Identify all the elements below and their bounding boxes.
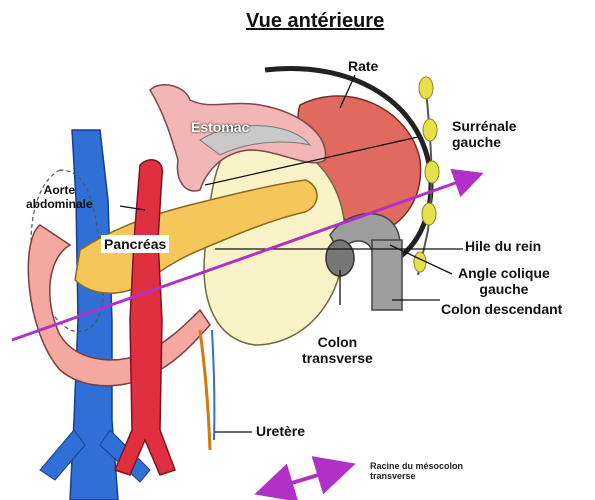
diagram-title: Vue antérieure (246, 10, 384, 33)
adrenal-bead-3 (425, 161, 439, 183)
label-colon-trans-line2: transverse (302, 350, 373, 366)
label-angle-line2: gauche (458, 281, 550, 297)
label-angle-line1: Angle colique (458, 265, 550, 281)
label-uretere: Uretère (256, 423, 305, 439)
legend-arrow (262, 466, 348, 492)
label-colon-descendant: Colon descendant (441, 301, 562, 317)
legend-label: Racine du mésocolon transverse (370, 462, 463, 482)
adrenal-bead-2 (423, 119, 437, 141)
legend-line2: transverse (370, 472, 463, 482)
adrenal-bead-4 (422, 203, 436, 225)
adrenal-bead-5 (414, 252, 426, 272)
label-colon-transverse: Colon transverse (302, 334, 373, 366)
ureter-vessel (212, 330, 214, 440)
ureter (200, 330, 210, 450)
label-estomac: Estomac (191, 119, 249, 135)
adrenal-bead-1 (419, 77, 433, 99)
label-surrenale: Surrénale gauche (452, 118, 517, 150)
label-aorte: Aorte abdominale (26, 184, 93, 212)
label-angle: Angle colique gauche (458, 265, 550, 297)
label-surrenale-line1: Surrénale (452, 118, 517, 134)
label-colon-trans-line1: Colon (302, 334, 373, 350)
label-aorte-line1: Aorte (26, 184, 93, 198)
label-hile: Hile du rein (465, 238, 541, 254)
label-surrenale-line2: gauche (452, 134, 517, 150)
label-rate: Rate (348, 58, 378, 74)
label-pancreas: Pancréas (101, 235, 169, 253)
label-aorte-line2: abdominale (26, 198, 93, 212)
